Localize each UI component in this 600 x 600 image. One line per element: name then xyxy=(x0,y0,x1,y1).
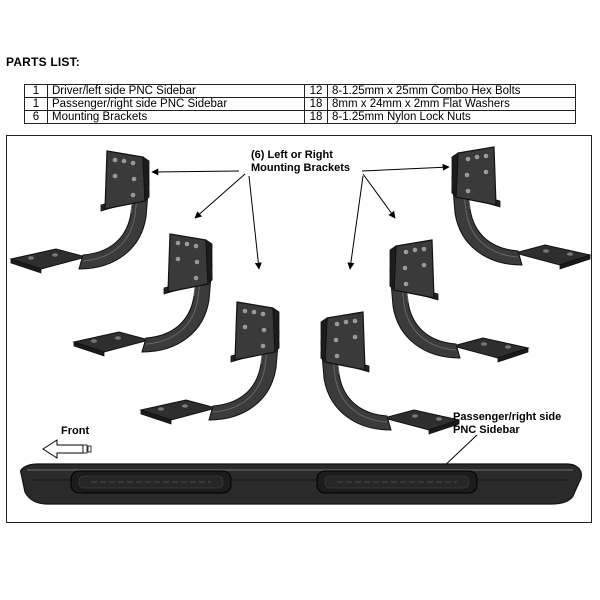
description-cell: Driver/left side PNC Sidebar xyxy=(47,84,305,98)
description-cell: 8-1.25mm Nylon Lock Nuts xyxy=(327,110,576,124)
description-cell: 8mm x 24mm x 2mm Flat Washers xyxy=(327,97,576,111)
sidebar-callout: Passenger/right side PNC Sidebar xyxy=(453,411,561,437)
right-bracket-1 xyxy=(451,146,591,270)
description-cell: Passenger/right side PNC Sidebar xyxy=(47,97,305,111)
left-bracket-2 xyxy=(73,233,213,357)
left-bracket-3 xyxy=(140,301,280,425)
bracket-callout-arrows xyxy=(151,163,478,471)
description-cell: 8-1.25mm x 25mm Combo Hex Bolts xyxy=(327,84,576,98)
quantity-cell: 1 xyxy=(24,84,48,98)
quantity-cell: 18 xyxy=(304,110,328,124)
quantity-cell: 18 xyxy=(304,97,328,111)
sidebar-callout-line2: PNC Sidebar xyxy=(453,424,520,436)
table-row: 1 Driver/left side PNC Sidebar 12 8-1.25… xyxy=(24,84,576,98)
passenger-sidebar xyxy=(20,463,582,505)
front-arrow xyxy=(42,439,92,459)
sidebar-callout-line1: Passenger/right side xyxy=(453,411,562,423)
description-cell: Mounting Brackets xyxy=(47,110,305,124)
brackets-callout-line2: Mounting Brackets xyxy=(251,162,351,174)
front-label: Front xyxy=(61,425,90,437)
brackets-callout-line1: (6) Left or Right xyxy=(251,149,333,161)
left-bracket-1 xyxy=(10,150,150,274)
parts-list-heading: PARTS LIST: xyxy=(6,55,80,69)
table-row: 1 Passenger/right side PNC Sidebar 18 8m… xyxy=(24,97,576,111)
quantity-cell: 1 xyxy=(24,97,48,111)
table-row: 6 Mounting Brackets 18 8-1.25mm Nylon Lo… xyxy=(24,110,576,124)
right-bracket-3 xyxy=(320,311,460,435)
parts-list-table: 1 Driver/left side PNC Sidebar 12 8-1.25… xyxy=(24,84,576,124)
quantity-cell: 12 xyxy=(304,84,328,98)
brackets-callout: (6) Left or Right Mounting Brackets xyxy=(251,149,350,175)
parts-illustration xyxy=(10,146,591,505)
quantity-cell: 6 xyxy=(24,110,48,124)
parts-diagram: (6) Left or Right Mounting Brackets Pass… xyxy=(6,135,592,523)
